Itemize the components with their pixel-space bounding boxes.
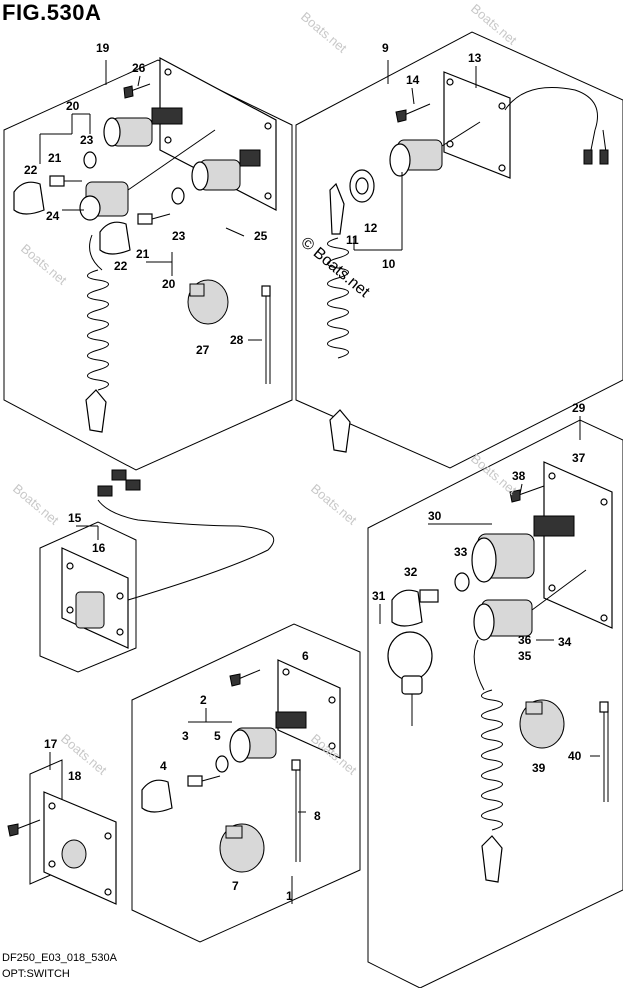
callout-7: 7 [232, 879, 239, 893]
callout-8: 8 [314, 809, 321, 823]
callout-1: 1 [286, 889, 293, 903]
callout-14: 14 [406, 73, 420, 87]
watermark-text: Boats.net [308, 481, 360, 528]
switch-upper [103, 107, 183, 147]
callout-38: 38 [512, 469, 526, 483]
lanyard-coil-left [85, 234, 109, 433]
callout-6: 6 [302, 649, 309, 663]
callout-11: 11 [346, 233, 359, 247]
callout-37: 37 [572, 451, 586, 465]
watermark-text: Boats.net [10, 481, 62, 528]
callout-12: 12 [364, 221, 378, 235]
callout-26: 26 [132, 61, 146, 75]
callout-40: 40 [568, 749, 582, 763]
callout-31: 31 [372, 589, 386, 603]
callout-17: 17 [44, 737, 58, 751]
panel-19 [3, 56, 293, 471]
callout-36: 36 [518, 633, 532, 647]
callout-5: 5 [214, 729, 221, 743]
figure-code: DF250_E03_018_530A [2, 952, 117, 964]
callout-24: 24 [46, 209, 60, 223]
panel-1 [131, 623, 361, 943]
callout-22: 22 [114, 259, 128, 273]
screw-26 [123, 83, 151, 99]
watermark-text: Boats.net [298, 9, 350, 56]
callout-10: 10 [382, 257, 396, 271]
cable-tie-28 [261, 285, 271, 384]
panel-15 [39, 469, 275, 673]
panel-9 [295, 31, 623, 469]
panel-17 [7, 759, 117, 905]
callout-39: 39 [532, 761, 546, 775]
watermark-text: Boats.net [58, 731, 110, 778]
watermark-text: Boats.net [468, 1, 520, 48]
callouts: 19 26 20 23 22 21 24 21 23 22 20 25 27 2… [24, 41, 600, 904]
callout-33: 33 [454, 545, 468, 559]
callout-4: 4 [160, 759, 167, 773]
watermark-main: © Boats.net [297, 234, 373, 301]
figure-caption: OPT:SWITCH [2, 968, 70, 980]
callout-18: 18 [68, 769, 82, 783]
callout-30: 30 [428, 509, 442, 523]
callout-32: 32 [404, 565, 418, 579]
callout-22: 22 [24, 163, 38, 177]
stop-switch-24 [79, 129, 216, 221]
callout-23: 23 [172, 229, 186, 243]
callout-35: 35 [518, 649, 532, 663]
callout-27: 27 [196, 343, 210, 357]
callout-15: 15 [68, 511, 82, 525]
callout-3: 3 [182, 729, 189, 743]
callout-23: 23 [80, 133, 94, 147]
callout-20: 20 [66, 99, 80, 113]
callout-20: 20 [162, 277, 176, 291]
callout-29: 29 [572, 401, 586, 415]
callout-19: 19 [96, 41, 110, 55]
callout-13: 13 [468, 51, 482, 65]
callout-28: 28 [230, 333, 244, 347]
watermark-text: Boats.net [18, 241, 70, 288]
callout-16: 16 [92, 541, 106, 555]
switch-lower [191, 149, 261, 191]
cap-27 [187, 279, 229, 325]
callout-9: 9 [382, 41, 389, 55]
callout-2: 2 [200, 693, 207, 707]
figure-title: FIG.530A [2, 0, 102, 25]
callout-21: 21 [48, 151, 62, 165]
callout-34: 34 [558, 635, 572, 649]
callout-21: 21 [136, 247, 150, 261]
callout-25: 25 [254, 229, 268, 243]
panel-29 [367, 419, 623, 988]
